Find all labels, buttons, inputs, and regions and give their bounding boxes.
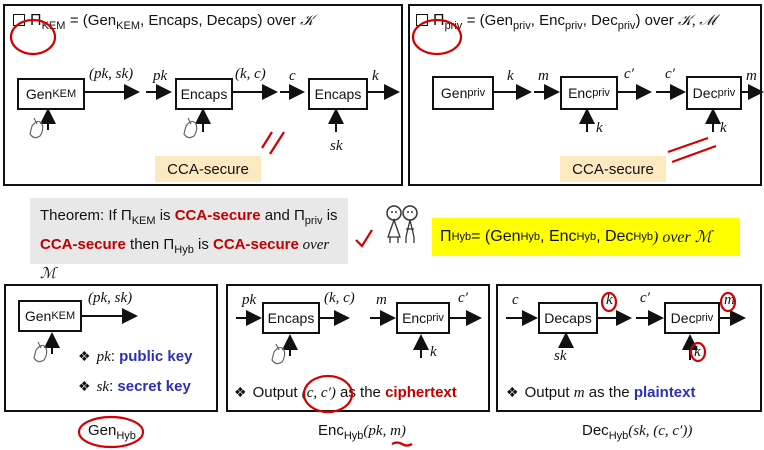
cca-secure-badge: CCA-secure	[560, 156, 666, 182]
label-c-prime: c′	[458, 290, 468, 307]
diamond-bullet-icon: ❖	[506, 384, 519, 400]
label-sk: sk	[554, 348, 567, 365]
label-c: c	[289, 68, 296, 85]
label-k-c: (k, c)	[235, 66, 266, 83]
caption-dec-hyb: DecHyb(sk, (c, c′))	[582, 422, 692, 442]
theorem-line-2: CCA-secure then ΠHyb is CCA-secure over …	[40, 233, 338, 286]
couple-icon	[382, 203, 422, 245]
label-k-enc: k	[596, 120, 603, 137]
bullet-sk: ❖sk: secret key	[78, 378, 191, 396]
label-pk-sk: (pk, sk)	[88, 290, 132, 307]
priv-title: Πpriv = (Genpriv, Encpriv, Decpriv) over…	[416, 12, 716, 32]
theorem-box: Theorem: If ΠKEM is CCA-secure and Πpriv…	[30, 198, 348, 264]
encaps-box: Encaps	[175, 78, 233, 110]
output-ciphertext: ❖Output (c, c′) as the ciphertext	[234, 384, 457, 402]
label-m: m	[376, 292, 387, 309]
label-m: m	[724, 292, 735, 309]
bullet-pk: ❖pk: public key	[78, 348, 192, 366]
label-k-c: (k, c)	[324, 290, 355, 307]
label-c-prime-2: c′	[665, 66, 675, 83]
label-k: k	[430, 344, 437, 361]
label-pk-sk: (pk, sk)	[89, 66, 133, 83]
cca-secure-badge: CCA-secure	[155, 156, 261, 182]
decaps-box: Decaps	[538, 302, 598, 334]
label-m-out: m	[746, 68, 757, 85]
panel-kem: ΠKEM = (GenKEM, Encaps, Decaps) over 𝒦 G…	[3, 4, 403, 186]
label-k: k	[507, 68, 514, 85]
label-sk: sk	[330, 138, 343, 155]
diamond-bullet-icon: ❖	[78, 348, 91, 364]
caption-gen-hyb: GenHyb	[88, 422, 136, 442]
checkbox-icon	[13, 14, 25, 26]
panel-priv: Πpriv = (Genpriv, Encpriv, Decpriv) over…	[408, 4, 762, 186]
annotation-check	[356, 230, 372, 246]
label-c-prime: c′	[640, 290, 650, 307]
label-pk: pk	[242, 292, 256, 309]
label-k-input: k	[694, 344, 701, 361]
checkbox-icon	[416, 14, 428, 26]
annotation-underline	[392, 443, 412, 446]
kem-title: ΠKEM = (GenKEM, Encaps, Decaps) over 𝒦	[13, 12, 314, 32]
encaps-box-2: Encaps	[308, 78, 368, 110]
label-m: m	[538, 68, 549, 85]
label-c-prime: c′	[624, 66, 634, 83]
label-k-dec: k	[720, 120, 727, 137]
caption-enc-hyb: EncHyb(pk, m)	[318, 422, 406, 442]
label-k: k	[372, 68, 379, 85]
diamond-bullet-icon: ❖	[78, 378, 91, 394]
label-pk: pk	[153, 68, 167, 85]
label-k: k	[606, 292, 613, 309]
theorem-line-1: Theorem: If ΠKEM is CCA-secure and Πpriv…	[40, 204, 338, 233]
output-plaintext: ❖Output m as the plaintext	[506, 384, 696, 402]
diamond-bullet-icon: ❖	[234, 384, 247, 400]
encaps-box: Encaps	[262, 302, 320, 334]
label-c: c	[512, 292, 519, 309]
